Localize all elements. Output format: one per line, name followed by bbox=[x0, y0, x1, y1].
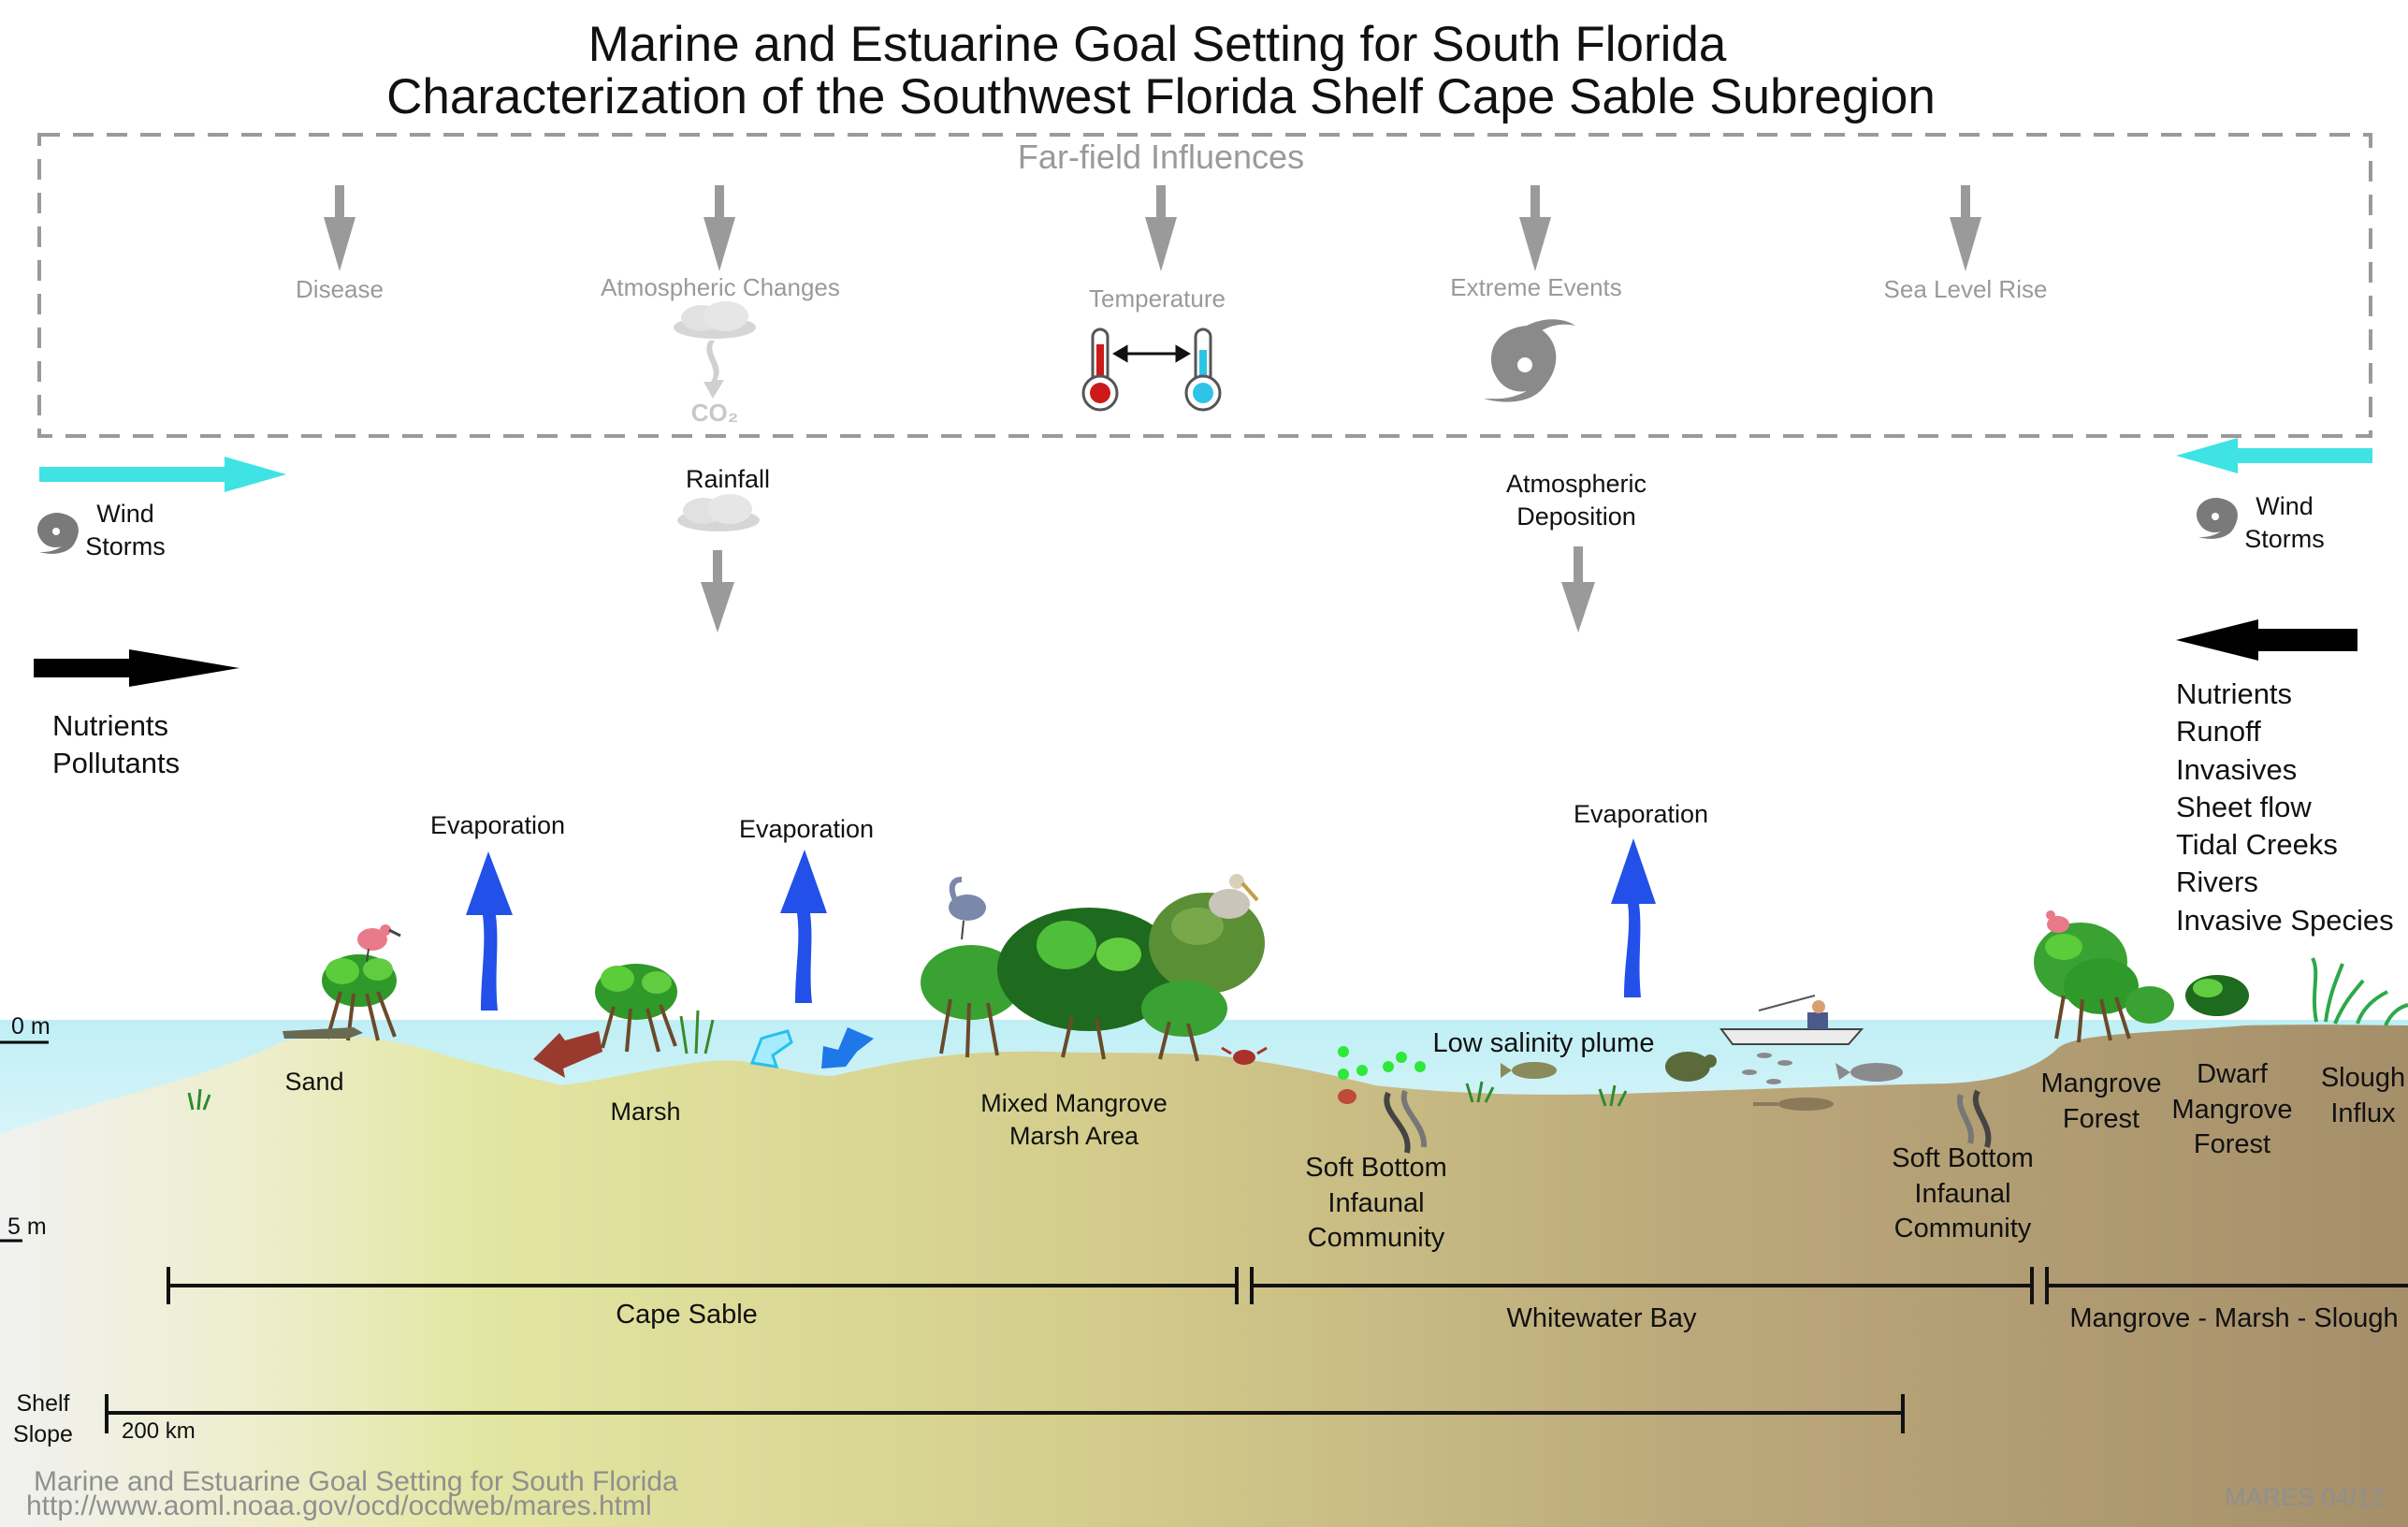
region-bars bbox=[167, 1267, 2408, 1304]
tidal-flux-arrow-1-icon bbox=[749, 1029, 793, 1069]
manatee-icon bbox=[1835, 1063, 1903, 1082]
depth-label-5m: 5 m bbox=[7, 1214, 47, 1240]
title-line-2: Characterization of the Southwest Florid… bbox=[386, 69, 1936, 124]
footer-url[interactable]: http://www.aoml.noaa.gov/ocd/ocdweb/mare… bbox=[26, 1491, 652, 1521]
crab-icon bbox=[1221, 1046, 1268, 1065]
deposition-arrow-icon bbox=[1561, 546, 1595, 633]
sediment-bottom bbox=[0, 1025, 2408, 1527]
dwarf-mangrove-icon bbox=[2125, 975, 2249, 1024]
depth-label-0m: 0 m bbox=[11, 1013, 51, 1040]
mangrove-cluster-marsh bbox=[595, 964, 715, 1054]
evaporation-label-3: Evaporation bbox=[1573, 800, 1709, 828]
co2-label: CO₂ bbox=[690, 399, 739, 427]
far-field-arrows bbox=[324, 185, 1981, 271]
far-field-atmospheric: Atmospheric Changes bbox=[601, 273, 840, 301]
cloud-icon bbox=[674, 301, 756, 339]
habitat-sand: Sand bbox=[284, 1068, 344, 1096]
far-field-temperature: Temperature bbox=[1089, 284, 1226, 313]
storm-icon-right bbox=[2197, 498, 2238, 539]
fish-icon bbox=[1501, 1062, 1557, 1079]
atmospheric-arrow-icon bbox=[704, 185, 735, 271]
far-field-disease: Disease bbox=[296, 275, 384, 303]
alligator-icon bbox=[283, 1027, 363, 1039]
footer-credit: Marine and Estuarine Goal Setting for So… bbox=[34, 1466, 678, 1497]
region-whitewater-bay: Whitewater Bay bbox=[1506, 1303, 1697, 1333]
extreme-events-arrow-icon bbox=[1519, 185, 1551, 271]
footer-version: MARES 04/12 bbox=[2225, 1483, 2386, 1511]
slough-grass-icon bbox=[2311, 957, 2408, 1026]
rainfall-label: Rainfall bbox=[685, 465, 771, 493]
mangrove-forest-right bbox=[2034, 923, 2139, 1043]
shell-icon bbox=[1338, 1089, 1356, 1104]
heron-bird-icon bbox=[949, 877, 986, 940]
pelican-bird-icon bbox=[1209, 874, 1259, 919]
double-arrow-icon bbox=[1112, 344, 1191, 363]
ibis-bird-icon bbox=[2046, 910, 2069, 933]
wind-arrow-right-icon bbox=[2176, 438, 2372, 473]
nutrients-arrow-left-icon bbox=[34, 649, 239, 687]
evaporation-arrow-2-icon bbox=[780, 850, 827, 1003]
evaporation-label-2: Evaporation bbox=[738, 815, 875, 843]
marsh-flux-arrow-icon bbox=[533, 1031, 602, 1078]
thermometer-warm-icon bbox=[1081, 327, 1119, 412]
evaporation-label-1: Evaporation bbox=[429, 811, 566, 839]
tidal-flux-arrow-2-icon bbox=[821, 1027, 874, 1069]
spoonbill-bird-icon bbox=[357, 924, 401, 963]
temperature-arrow-icon bbox=[1145, 185, 1177, 271]
far-field-heading: Far-field Influences bbox=[1017, 138, 1305, 176]
evaporation-arrow-1-icon bbox=[466, 851, 513, 1011]
shelf-scale-bar bbox=[105, 1394, 1905, 1433]
fish-school-icon bbox=[1742, 1053, 1792, 1084]
co2-arrow-icon bbox=[704, 341, 724, 399]
disease-arrow-icon bbox=[324, 185, 355, 271]
rainfall-arrow-icon bbox=[701, 550, 734, 633]
sawfish-icon bbox=[1753, 1098, 1834, 1111]
mangrove-forest-mixed bbox=[921, 893, 1265, 1062]
hurricane-icon bbox=[1484, 319, 1575, 402]
right-inputs-list: Nutrients Runoff Invasives Sheet flow Ti… bbox=[2176, 677, 2394, 937]
habitat-low-salinity-plume: Low salinity plume bbox=[1432, 1028, 1655, 1058]
evaporation-arrow-3-icon bbox=[1611, 838, 1656, 997]
habitat-marsh: Marsh bbox=[610, 1098, 681, 1126]
storm-icon-left bbox=[37, 513, 79, 554]
sea-level-arrow-icon bbox=[1950, 185, 1981, 271]
worm-burrow-icon-1 bbox=[1384, 1089, 1428, 1154]
far-field-box bbox=[37, 133, 2372, 438]
scale-200km: 200 km bbox=[122, 1418, 196, 1444]
rain-cloud-icon bbox=[677, 494, 760, 531]
nutrients-arrow-right-icon bbox=[2176, 619, 2357, 661]
boat-icon bbox=[1719, 995, 1864, 1045]
seagrass-icon-2 bbox=[1465, 1081, 1628, 1107]
far-field-sea-level-rise: Sea Level Rise bbox=[1883, 275, 2048, 303]
turtle-icon bbox=[1665, 1052, 1717, 1082]
phytoplankton-dots bbox=[1338, 1046, 1426, 1080]
worm-burrow-icon-2 bbox=[1956, 1089, 1992, 1148]
region-mangrove-marsh-slough: Mangrove - Marsh - Slough bbox=[2069, 1303, 2399, 1333]
seagrass-icon-1 bbox=[187, 1088, 211, 1111]
far-field-extreme-events: Extreme Events bbox=[1450, 273, 1622, 301]
thermometer-cool-icon bbox=[1184, 327, 1222, 412]
region-cape-sable: Cape Sable bbox=[616, 1300, 758, 1330]
wind-arrow-left-icon bbox=[39, 457, 286, 492]
mangrove-cluster-sand bbox=[322, 954, 397, 1041]
title-line-1: Marine and Estuarine Goal Setting for So… bbox=[587, 17, 1727, 72]
